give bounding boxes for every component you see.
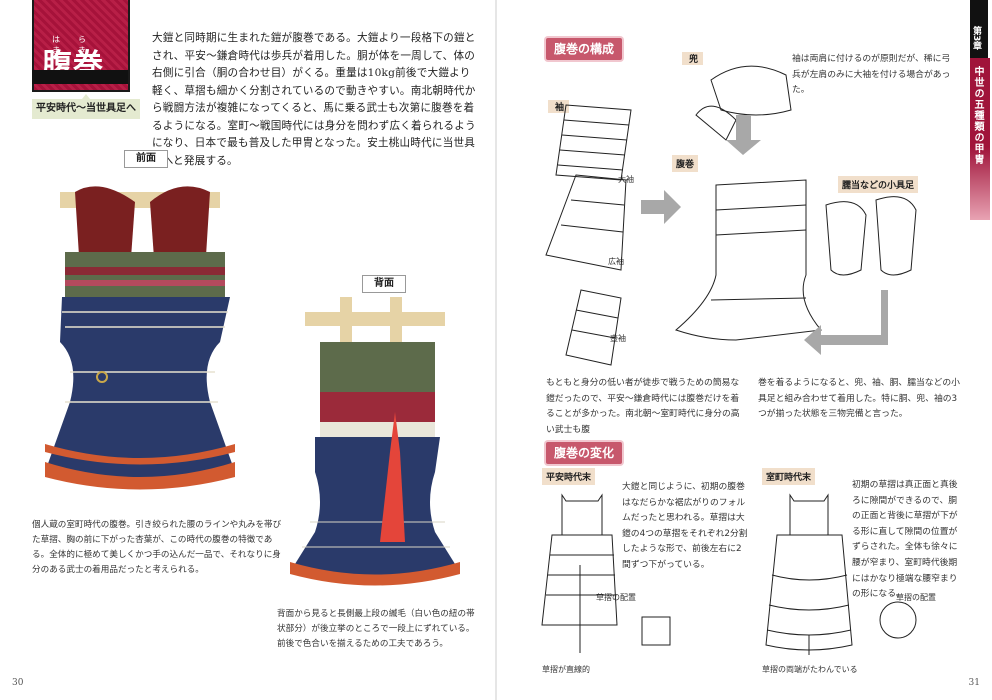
chapter-sidebar: 第3章 中世の五種類の甲冑 — [970, 0, 992, 220]
armor-front-photo — [45, 186, 235, 490]
muromachi-text: 初期の草摺は真正面と真後ろに隙間ができるので、胴の正面と背後に草摺が下がる形に直… — [852, 480, 958, 600]
heian-layout-label: 草摺の配置 — [596, 593, 636, 602]
intro-text: 大鎧と同時期に生まれた鎧が腹巻である。大鎧より一段格下の鎧とされ、平安〜鎌倉時代… — [152, 32, 476, 167]
section-header-composition: 腹巻の構成 — [546, 38, 623, 60]
label-hirosode: 広袖 — [608, 257, 624, 266]
tag-muromachi: 室町時代末 — [762, 468, 816, 485]
heian-pointer-label: 草摺が直線的 — [542, 665, 590, 674]
armor-back-photo — [290, 297, 460, 586]
label-kabuto: 兜 — [682, 52, 703, 65]
chapter-number: 第3章 — [970, 0, 988, 58]
title-underbar — [32, 70, 128, 84]
era-tag: 平安時代〜当世具足へ — [32, 94, 140, 119]
right-page: 第3章 中世の五種類の甲冑 腹巻の構成 袖 兜 腹巻 臑当などの小具足 大袖 広… — [496, 0, 992, 700]
back-label: 背面 — [362, 275, 406, 293]
front-caption: 個人蔵の室町時代の腹巻。引き絞られた腰のラインや丸みを帯びた草摺、胸の前に下がっ… — [32, 520, 282, 575]
muromachi-pointer-label: 草摺の両端がたわんでいる — [762, 665, 858, 674]
label-kogusoku: 臑当などの小具足 — [838, 176, 919, 193]
front-label: 前面 — [124, 150, 168, 168]
heian-diagram — [541, 493, 671, 653]
title-ruby: はら まき — [52, 35, 104, 55]
tag-heian: 平安時代末 — [542, 468, 596, 485]
spine — [495, 0, 497, 700]
composition-diagram — [545, 65, 917, 366]
label-tsubosode: 壺袖 — [610, 334, 626, 343]
muromachi-diagram — [765, 493, 917, 655]
kabuto-note: 袖は両肩に付けるのが原則だが、稀に弓兵が左肩のみに大袖を付ける場合があった。 — [792, 54, 951, 96]
back-caption: 背面から見ると長側最上段の縅毛（白い色の紐の帯状部分）が後立挙のところで一段上に… — [277, 609, 475, 649]
heian-text: 大鎧と同じように、初期の腹巻はなだらかな裾広がりのフォルムだったと思われる。草摺… — [622, 482, 748, 570]
chapter-title: 中世の五種類の甲冑 — [970, 58, 990, 220]
left-page: はら まき 腹巻 平安時代〜当世具足へ 大鎧と同時期に生まれた鎧が腹巻である。大… — [12, 0, 476, 688]
page-number-right: 31 — [968, 678, 980, 688]
section-header-changes: 腹巻の変化 — [546, 442, 623, 464]
composition-body-right: 巻を着るようになると、兜、袖、胴、臑当などの小具足と組み合わせて着用した。特に胴… — [758, 378, 960, 420]
composition-body-left: もともと身分の低い者が徒歩で戦うための簡易な鎧だったので、平安〜鎌倉時代には腹巻… — [546, 378, 740, 435]
label-haramaki: 腹巻 — [672, 155, 699, 172]
page-number-left: 30 — [12, 678, 24, 688]
label-sode: 袖 — [548, 100, 569, 113]
muromachi-layout-label: 草摺の配置 — [896, 593, 936, 602]
